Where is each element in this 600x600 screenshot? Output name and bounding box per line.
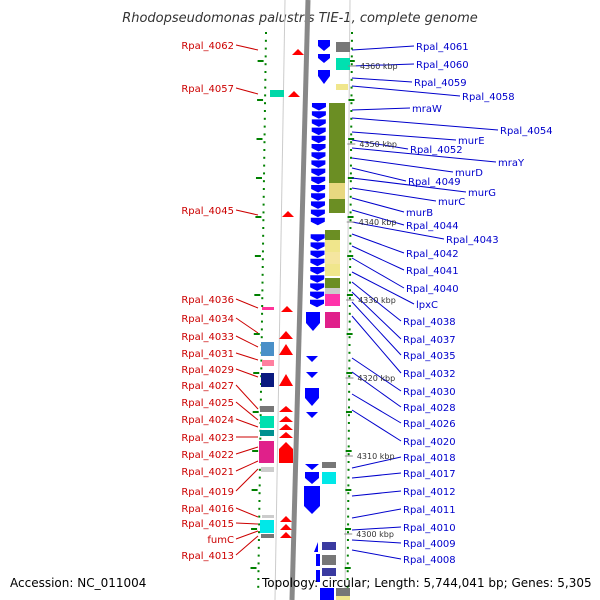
gene-label-left: Rpal_4029 xyxy=(181,365,234,376)
gene-label-left: Rpal_4023 xyxy=(181,433,234,444)
kbp-marker-label: 4340 kbp xyxy=(359,218,397,227)
gene-label-right: Rpal_4028 xyxy=(403,403,456,414)
kbp-marker-label: 4320 kbp xyxy=(357,374,395,383)
gene-label-right: Rpal_4026 xyxy=(403,419,456,430)
gene-label-left: Rpal_4027 xyxy=(181,381,234,392)
gene-label-right: Rpal_4010 xyxy=(403,523,456,534)
gene-label-right: Rpal_4020 xyxy=(403,437,456,448)
kbp-marker-label: 4350 kbp xyxy=(359,140,397,149)
label-connectors xyxy=(235,44,499,560)
gene-label-left: Rpal_4025 xyxy=(181,398,234,409)
gene-label-right: mraY xyxy=(498,158,525,169)
forward-strand-features xyxy=(304,40,350,600)
reverse-strand-features xyxy=(259,49,304,538)
gene-label-left: Rpal_4034 xyxy=(181,314,234,325)
accession-text: Accession: NC_011004 xyxy=(10,576,146,590)
gene-label-right: murD xyxy=(455,168,483,179)
gene-label-left: Rpal_4016 xyxy=(181,504,234,515)
gene-label-left: Rpal_4062 xyxy=(181,41,234,52)
kbp-marker-label: 4330 kbp xyxy=(358,296,396,305)
gene-label-right: murB xyxy=(406,208,433,219)
gene-label-left: fumC xyxy=(207,535,234,546)
gene-label-right: Rpal_4012 xyxy=(403,487,456,498)
kbp-marker-label: 4360 kbp xyxy=(360,62,398,71)
map-title: Rhodopseudomonas palustris TIE-1, comple… xyxy=(122,11,478,26)
gene-label-right: lpxC xyxy=(416,300,438,311)
gene-label-right: Rpal_4041 xyxy=(406,266,459,277)
gene-label-left: Rpal_4015 xyxy=(181,519,234,530)
gene-label-left: Rpal_4019 xyxy=(181,487,234,498)
topology-text: Topology: circular; Length: 5,744,041 bp… xyxy=(261,576,592,590)
gene-label-left: Rpal_4021 xyxy=(181,467,234,478)
gene-label-right: Rpal_4030 xyxy=(403,387,456,398)
gene-label-right: murG xyxy=(468,188,496,199)
left-gene-labels: Rpal_4062Rpal_4057Rpal_4045Rpal_4036Rpal… xyxy=(181,41,234,562)
gene-label-right: murC xyxy=(438,197,465,208)
gene-label-right: Rpal_4060 xyxy=(416,60,469,71)
gene-label-left: Rpal_4022 xyxy=(181,450,234,461)
gene-label-left: Rpal_4033 xyxy=(181,332,234,343)
kbp-marker-label: 4300 kbp xyxy=(356,530,394,539)
gene-label-right: Rpal_4059 xyxy=(414,78,467,89)
gene-label-right: Rpal_4008 xyxy=(403,555,456,566)
gene-label-right: murE xyxy=(458,136,485,147)
track-line-left xyxy=(274,0,286,600)
gene-label-right: Rpal_4054 xyxy=(500,126,553,137)
kbp-marker-label: 4310 kbp xyxy=(357,452,395,461)
kbp-markers: 4360 kbp 4350 kbp 4340 kbp 4330 kbp 4320 kbp… xyxy=(344,62,398,539)
gene-label-right: Rpal_4011 xyxy=(403,505,456,516)
gene-label-left: Rpal_4024 xyxy=(181,415,234,426)
gene-label-right: Rpal_4038 xyxy=(403,317,456,328)
gene-label-left: Rpal_4045 xyxy=(181,206,234,217)
gene-label-right: Rpal_4018 xyxy=(403,453,456,464)
gene-label-right: Rpal_4061 xyxy=(416,42,469,53)
gene-label-right: Rpal_4044 xyxy=(406,221,459,232)
gene-label-right: Rpal_4032 xyxy=(403,369,456,380)
gene-label-left: Rpal_4036 xyxy=(181,295,234,306)
genome-ruler xyxy=(289,0,311,600)
gene-label-right: Rpal_4037 xyxy=(403,335,456,346)
gene-label-right: Rpal_4042 xyxy=(406,249,459,260)
gene-label-right: Rpal_4052 xyxy=(410,145,463,156)
gene-label-right: Rpal_4035 xyxy=(403,351,456,362)
gene-label-right: Rpal_4040 xyxy=(406,284,459,295)
gene-label-right: Rpal_4009 xyxy=(403,539,456,550)
gene-label-right: mraW xyxy=(412,104,442,115)
gene-label-left: Rpal_4013 xyxy=(181,551,234,562)
gene-label-right: Rpal_4058 xyxy=(462,92,515,103)
gene-label-right: Rpal_4049 xyxy=(408,177,461,188)
gene-label-right: Rpal_4043 xyxy=(446,235,499,246)
gene-label-left: Rpal_4057 xyxy=(181,84,234,95)
gene-label-left: Rpal_4031 xyxy=(181,349,234,360)
gene-label-right: Rpal_4017 xyxy=(403,469,456,480)
